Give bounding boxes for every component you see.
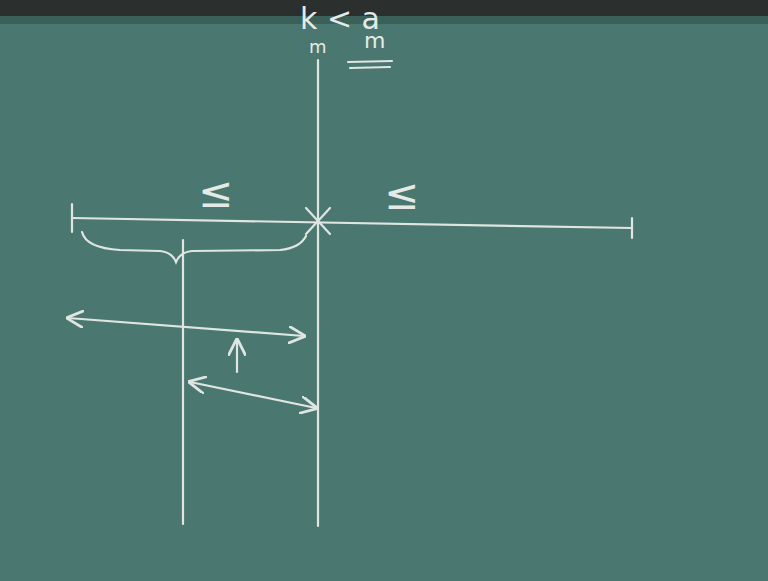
axis-line xyxy=(317,60,319,526)
subscript-label: m xyxy=(364,30,385,52)
number-line xyxy=(72,218,632,228)
board-frame xyxy=(0,0,768,16)
end-tick xyxy=(631,218,633,238)
cross-mark xyxy=(306,208,330,234)
range-arrow xyxy=(68,318,304,336)
relation-symbol: ≤ xyxy=(198,172,233,214)
relation-symbol: ≤ xyxy=(384,174,419,216)
split-line xyxy=(182,240,184,524)
cross-mark xyxy=(306,208,330,234)
end-tick xyxy=(71,204,73,232)
underline xyxy=(350,67,390,68)
underline xyxy=(348,61,392,62)
range-arrow xyxy=(190,382,316,408)
board-shadow xyxy=(0,16,768,24)
brace xyxy=(82,232,306,262)
pointer-arrow xyxy=(236,340,238,372)
axis-label: m xyxy=(309,38,327,56)
